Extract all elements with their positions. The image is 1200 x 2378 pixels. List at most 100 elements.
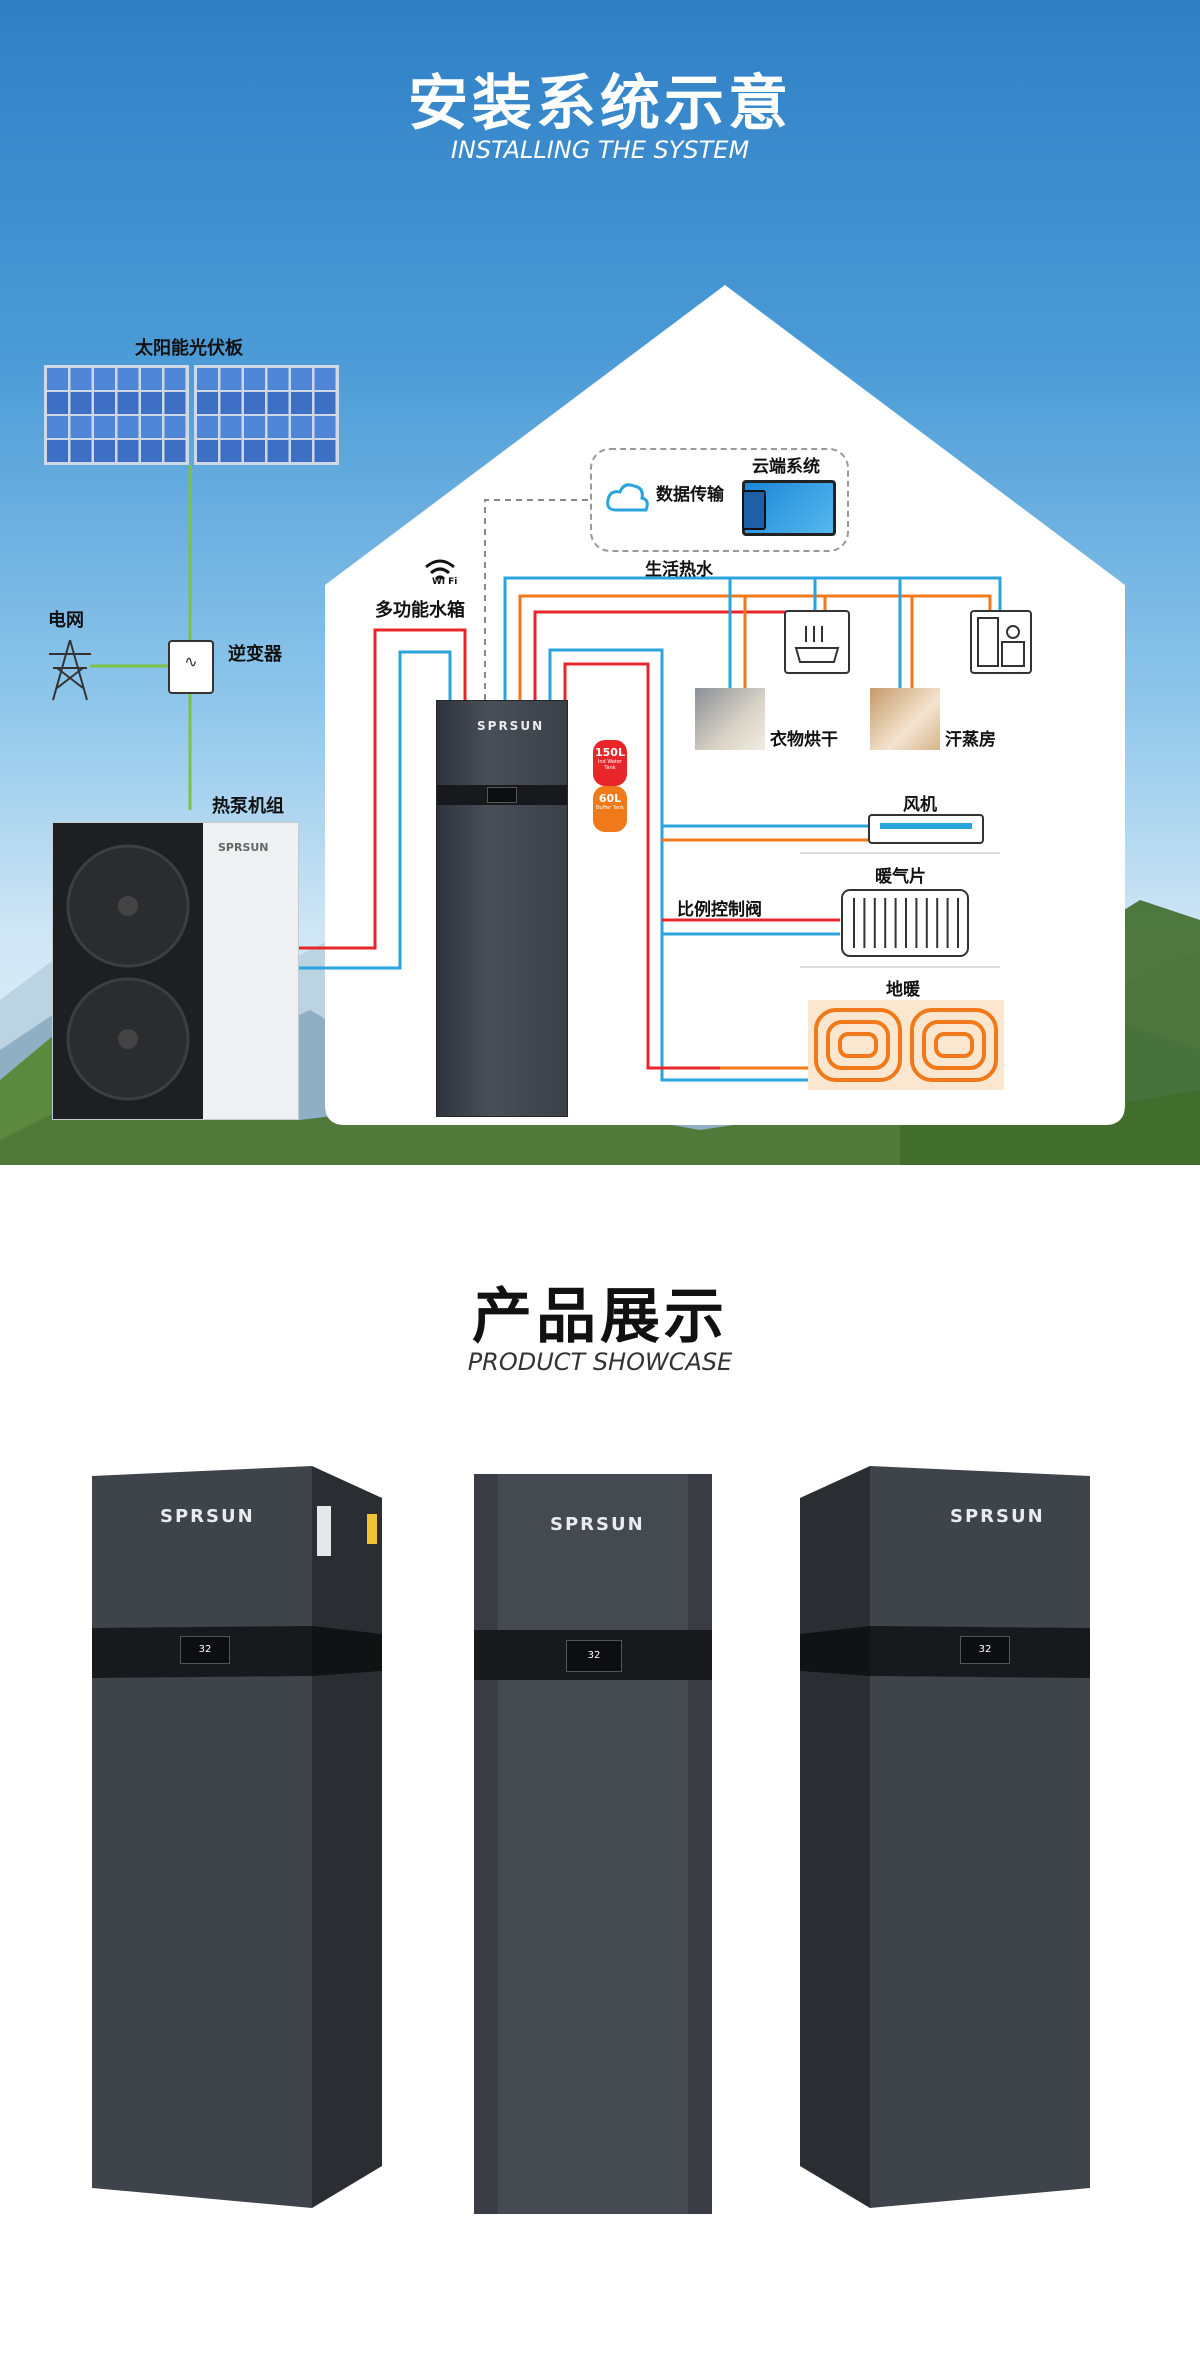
solar-panel-icon xyxy=(44,365,339,465)
solar-cell xyxy=(244,440,265,462)
product-right: SPRSUN 32 xyxy=(800,1466,1090,2208)
sauna-photo xyxy=(870,688,940,750)
solar-cell xyxy=(267,416,289,438)
grid-label: 电网 xyxy=(48,610,84,631)
solar-cell xyxy=(70,440,92,462)
solar-cell xyxy=(164,416,186,438)
solar-cell xyxy=(220,416,242,438)
radiator-label: 暖气片 xyxy=(875,867,926,887)
phone-icon xyxy=(742,490,766,530)
hot-water-label: 生活热水 xyxy=(645,560,713,580)
solar-cell xyxy=(244,368,265,390)
solar-cell xyxy=(244,392,265,414)
solar-cell xyxy=(291,440,312,462)
solar-cell xyxy=(47,368,68,390)
solar-cell xyxy=(141,416,162,438)
cloud-label: 云端系统 xyxy=(752,457,820,477)
cloud-icon xyxy=(606,483,649,512)
fan-coil-icon xyxy=(868,814,984,844)
solar-cell xyxy=(267,440,289,462)
solar-cell xyxy=(197,392,218,414)
solar-cell xyxy=(314,392,336,414)
product-brand: SPRSUN xyxy=(160,1506,255,1527)
solar-cell xyxy=(70,392,92,414)
inverter-label: 逆变器 xyxy=(228,644,282,665)
solar-cell xyxy=(197,440,218,462)
valve-label: 比例控制阀 xyxy=(677,900,762,920)
solar-cell xyxy=(197,368,218,390)
pipe-network xyxy=(90,465,1002,1082)
solar-cell xyxy=(141,392,162,414)
solar-cell xyxy=(291,368,312,390)
radiator-icon xyxy=(841,889,969,957)
heat-pump-unit: SPRSUN xyxy=(52,822,299,1120)
solar-cell xyxy=(141,368,162,390)
solar-cell xyxy=(267,392,289,414)
solar-cell xyxy=(164,368,186,390)
solar-cell xyxy=(291,416,312,438)
fan-label: 风机 xyxy=(903,795,937,815)
floor-heating-label: 地暖 xyxy=(886,980,920,1000)
solar-cell xyxy=(314,440,336,462)
solar-cell xyxy=(117,392,139,414)
dryer-label: 衣物烘干 xyxy=(770,730,838,750)
solar-cell xyxy=(117,368,139,390)
floor-heating-icon xyxy=(808,1000,1004,1090)
water-tank-unit: SPRSUN xyxy=(436,700,568,1117)
solar-cell xyxy=(220,392,242,414)
product-center: SPRSUN 32 xyxy=(474,1474,712,2214)
inverter-icon: ∿ xyxy=(168,640,214,694)
solar-cell xyxy=(94,368,115,390)
showcase-subtitle: PRODUCT SHOWCASE xyxy=(467,1348,733,1376)
badge-value: 60L xyxy=(598,792,622,805)
tank-brand: SPRSUN xyxy=(477,719,545,733)
control-screen: 32 xyxy=(566,1640,622,1672)
section-title: 安装系统示意 xyxy=(408,69,792,139)
solar-cell xyxy=(197,416,218,438)
tank-capacity-badge: 150L Ind Water Tank xyxy=(593,740,627,786)
solar-cell xyxy=(94,416,115,438)
heat-pump-label: 热泵机组 xyxy=(212,796,284,817)
solar-cell xyxy=(314,416,336,438)
kitchen-icon xyxy=(970,610,1032,674)
solar-cell xyxy=(47,392,68,414)
solar-cell xyxy=(94,440,115,462)
system-section: 安装系统示意 INSTALLING THE SYSTEM 太阳能光伏板 xyxy=(0,0,1200,1165)
solar-cell xyxy=(164,392,186,414)
solar-cell xyxy=(94,392,115,414)
solar-cell xyxy=(220,440,242,462)
buffer-capacity-badge: 60L Buffer Tank xyxy=(593,786,627,832)
solar-cell xyxy=(117,440,139,462)
product-brand: SPRSUN xyxy=(550,1514,645,1535)
wifi-icon xyxy=(425,559,455,581)
badge-sub: Buffer Tank xyxy=(595,805,625,812)
badge-value: 150L xyxy=(595,746,625,759)
sauna-label: 汗蒸房 xyxy=(945,730,996,750)
control-screen: 32 xyxy=(960,1636,1010,1664)
control-screen: 32 xyxy=(180,1636,230,1664)
solar-cell xyxy=(141,440,162,462)
section-subtitle: INSTALLING THE SYSTEM xyxy=(450,136,750,164)
solar-cell xyxy=(47,416,68,438)
heat-pump-brand: SPRSUN xyxy=(218,841,269,854)
solar-cell xyxy=(164,440,186,462)
solar-cell xyxy=(267,368,289,390)
solar-label: 太阳能光伏板 xyxy=(135,338,243,359)
solar-cell xyxy=(314,368,336,390)
power-tower-icon xyxy=(49,639,91,701)
solar-cell xyxy=(70,368,92,390)
data-transfer-box: 数据传输 云端系统 xyxy=(590,448,849,552)
product-brand: SPRSUN xyxy=(950,1506,1045,1527)
solar-cell xyxy=(70,416,92,438)
wifi-label: Wi Fi xyxy=(432,577,458,587)
tank-label: 多功能水箱 xyxy=(375,600,465,621)
badge-sub: Ind Water Tank xyxy=(597,759,623,772)
solar-cell xyxy=(244,416,265,438)
data-label: 数据传输 xyxy=(656,485,724,505)
product-left: SPRSUN 32 xyxy=(92,1466,382,2208)
solar-cell xyxy=(117,416,139,438)
solar-cell xyxy=(291,392,312,414)
bathtub-icon xyxy=(784,610,850,674)
fan-icon xyxy=(66,844,190,1101)
solar-cell xyxy=(47,440,68,462)
